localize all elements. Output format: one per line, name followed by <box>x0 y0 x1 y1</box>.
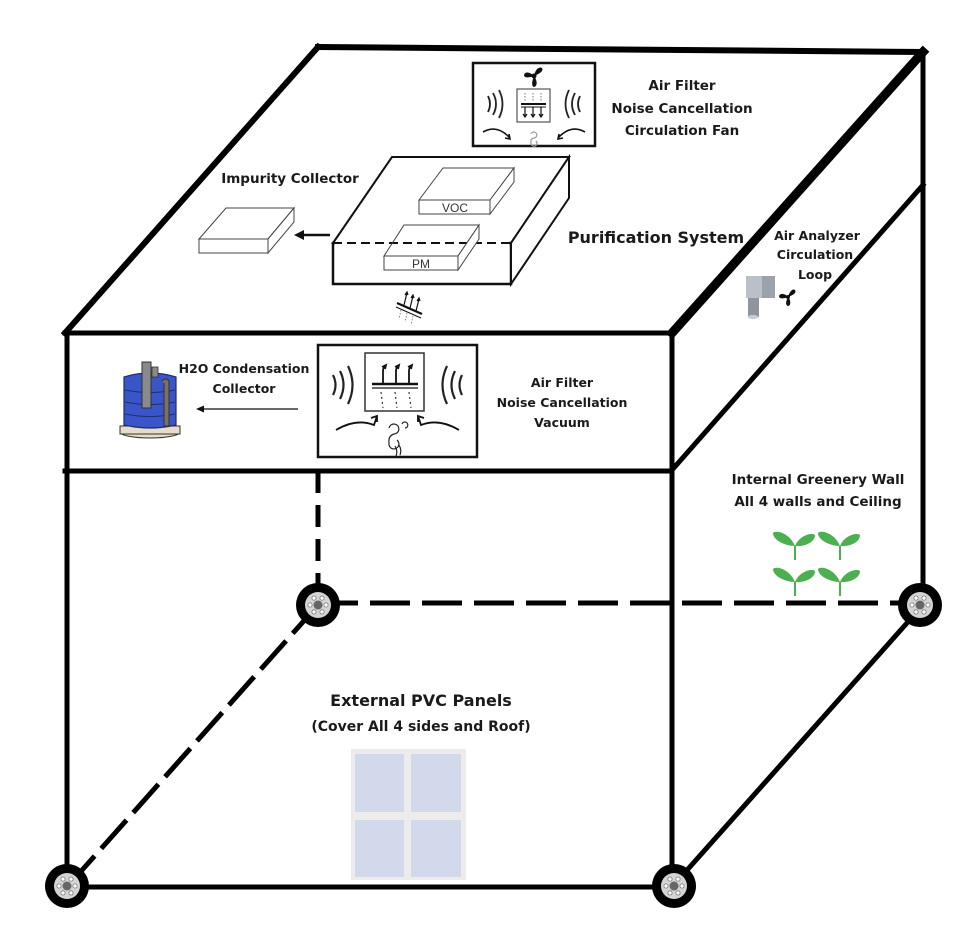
wheels-group <box>45 583 942 908</box>
greenery-label-line1: Internal Greenery Wall <box>732 472 905 488</box>
sprout-icon <box>818 567 860 596</box>
top-back-edge <box>314 43 927 56</box>
impurity-collector-box <box>197 206 296 255</box>
vacuum-filter-unit: Air Filter Noise Cancellation Vacuum <box>316 343 628 459</box>
sprout-icon <box>818 531 860 560</box>
sound-wave-icon <box>441 365 463 405</box>
fan-icon <box>779 289 796 306</box>
top-filter-label-line3: Circulation Fan <box>625 123 739 139</box>
air-analyzer-label-line2: Circulation <box>777 247 853 262</box>
voc-label: VOC <box>442 201 468 215</box>
air-analyzer-icon <box>746 276 775 319</box>
h2o-collector: H2O Condensation Collector <box>119 361 310 439</box>
pvc-panel-icon <box>351 749 466 880</box>
arrow-left-icon <box>196 405 298 413</box>
greenery-wall: Internal Greenery Wall All 4 walls and C… <box>732 472 905 596</box>
air-swirl-icon <box>530 131 538 147</box>
air-analyzer-label-line3: Loop <box>798 267 832 282</box>
purification-system: VOC PM Purification System <box>331 153 744 326</box>
pvc-panels: External PVC Panels (Cover All 4 sides a… <box>311 691 531 880</box>
air-analyzer: Air Analyzer Circulation Loop <box>746 228 861 319</box>
air-swirl-icon <box>388 421 409 457</box>
sprout-icon <box>773 531 815 560</box>
airflow-arrow-icon <box>482 128 586 141</box>
sound-wave-icon <box>564 89 581 119</box>
arrow-left-icon <box>294 230 330 240</box>
top-filter-label-line1: Air Filter <box>648 78 716 94</box>
sound-wave-icon <box>487 89 504 119</box>
top-left-edge <box>60 42 323 338</box>
pvc-label-line1: External PVC Panels <box>330 691 512 710</box>
cube-edges <box>60 42 930 891</box>
pvc-label-line2: (Cover All 4 sides and Roof) <box>311 719 530 735</box>
caster-wheel-icon <box>45 864 89 908</box>
air-filter-icon <box>516 88 551 123</box>
top-filter-unit: Air Filter Noise Cancellation Circulatio… <box>471 61 753 148</box>
pm-module <box>383 223 480 272</box>
caster-wheel-icon <box>898 583 942 627</box>
right-band-diagonal <box>668 181 927 474</box>
sprout-icon <box>773 567 815 596</box>
air-filter-icon <box>395 290 423 326</box>
vacuum-filter-label-line1: Air Filter <box>531 375 594 390</box>
impurity-collector: Impurity Collector <box>197 171 359 255</box>
pm-label: PM <box>412 257 430 271</box>
hidden-left-bottom <box>65 603 320 889</box>
h2o-collector-label-line1: H2O Condensation <box>179 361 310 376</box>
caster-wheel-icon <box>652 864 696 908</box>
airflow-arrow-icon <box>335 414 460 431</box>
bottom-right-edge <box>668 601 927 891</box>
caster-wheel-icon <box>296 583 340 627</box>
top-filter-label-line2: Noise Cancellation <box>611 101 752 117</box>
h2o-collector-label-line2: Collector <box>213 381 277 396</box>
sound-wave-icon <box>332 365 354 405</box>
vacuum-filter-label-line3: Vacuum <box>534 415 590 430</box>
fan-icon <box>524 67 543 87</box>
greenery-label-line2: All 4 walls and Ceiling <box>734 494 901 510</box>
air-filter-icon <box>364 352 425 412</box>
purification-system-label: Purification System <box>568 228 744 247</box>
air-analyzer-label-line1: Air Analyzer <box>774 228 861 243</box>
voc-module <box>418 166 515 216</box>
water-tank-icon <box>119 361 181 439</box>
impurity-collector-label: Impurity Collector <box>221 171 359 187</box>
top-right-edge <box>665 45 930 340</box>
sprouts-group <box>773 531 860 596</box>
vacuum-filter-label-line2: Noise Cancellation <box>497 395 628 410</box>
